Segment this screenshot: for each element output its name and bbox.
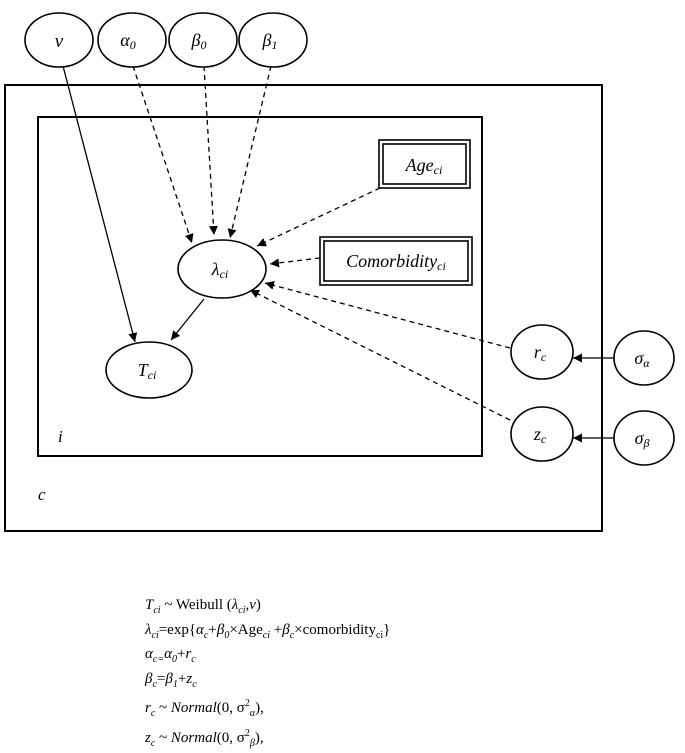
svg-text:Comorbidityci: Comorbidityci xyxy=(346,251,446,273)
node-nu-label: ν xyxy=(55,31,64,52)
node-age: Ageci xyxy=(379,140,470,188)
edge-beta1-to-lambda xyxy=(230,66,271,238)
node-nu: ν xyxy=(25,13,93,67)
node-sigma-alpha: σα xyxy=(614,331,674,385)
edge-z-to-lambda xyxy=(250,290,510,420)
node-z-label: z xyxy=(533,424,541,444)
plate-i-label: i xyxy=(58,427,63,446)
node-beta0: β0 xyxy=(169,13,237,67)
edge-comorbidity-to-lambda xyxy=(270,258,320,264)
node-r: rc xyxy=(511,325,573,379)
node-alpha0: α0 xyxy=(98,13,166,67)
edge-nu-to-T xyxy=(63,66,135,342)
edge-beta0-to-lambda xyxy=(204,66,214,235)
equation-T: Tci ~ Weibull (λci,v) xyxy=(145,596,390,621)
node-T: Tci xyxy=(106,342,192,398)
edge-r-to-lambda xyxy=(265,283,510,348)
edge-lambda-to-T xyxy=(171,299,204,340)
node-lambda: λci xyxy=(178,240,266,298)
plate-c xyxy=(5,85,602,531)
node-comorbidity-label: Comorbidity xyxy=(346,251,437,271)
node-z: zc xyxy=(511,407,573,461)
node-age-label: Age xyxy=(405,155,434,175)
node-beta1: β1 xyxy=(239,13,307,67)
equation-lambda: λci=exp{αc+β0×Ageci +βc×comorbidityci} xyxy=(145,621,390,646)
edge-alpha0-to-lambda xyxy=(133,66,192,243)
plate-c-label: c xyxy=(38,485,46,504)
equation-alpha: αc=α0+rc xyxy=(145,645,390,670)
equation-beta: βc=β1+zc xyxy=(145,670,390,695)
node-beta0-label: β xyxy=(191,30,201,50)
node-lambda-label: λ xyxy=(211,259,220,279)
node-sigma-beta: σβ xyxy=(614,411,674,465)
node-comorbidity: Comorbidityci xyxy=(320,237,472,285)
equation-z: zc ~ Normal(0, σ2β), xyxy=(145,724,390,753)
model-equations: Tci ~ Weibull (λci,v) λci=exp{αc+β0×Agec… xyxy=(145,596,390,753)
equation-r: rc ~ Normal(0, σ2α), xyxy=(145,694,390,724)
node-beta1-label: β xyxy=(262,30,272,50)
